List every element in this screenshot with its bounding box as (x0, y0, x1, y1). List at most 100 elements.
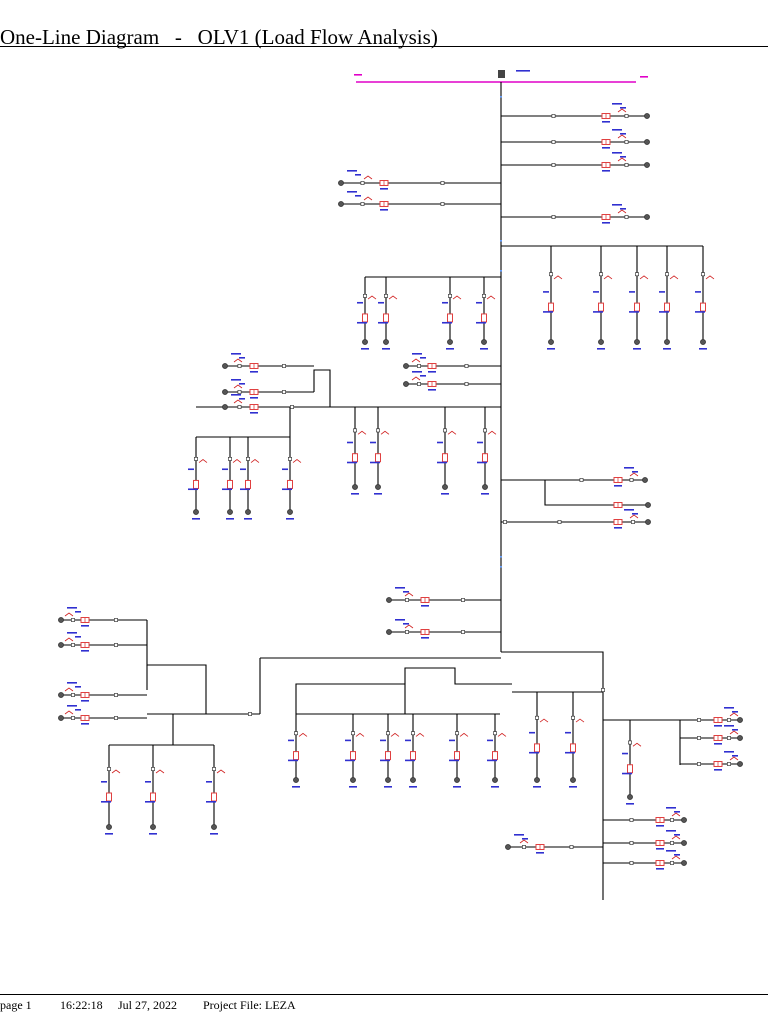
annotation-mark (81, 625, 89, 627)
source-symbol (498, 70, 505, 78)
transformer-symbol (634, 302, 640, 312)
breaker-symbol (384, 293, 388, 298)
motor-symbol (644, 162, 650, 168)
motor-symbol (645, 502, 651, 508)
motor-symbol (481, 339, 487, 345)
annotation-mark (500, 270, 502, 272)
annotation-mark (602, 222, 610, 224)
breaker-symbol (629, 818, 634, 822)
annotation-mark (282, 468, 288, 471)
flow-arrow (64, 710, 74, 715)
annotation-mark (674, 811, 680, 813)
motor-symbol (287, 509, 293, 515)
annotation-mark (145, 781, 151, 783)
breaker-symbol (363, 293, 367, 298)
motor-symbol (645, 519, 651, 525)
annotation-mark (210, 833, 218, 835)
annotation-mark (81, 723, 89, 725)
annotation-mark (480, 348, 488, 350)
breaker-symbol (522, 845, 526, 849)
annotation-mark (437, 441, 443, 444)
breaker-symbol (624, 163, 629, 167)
motor-symbol (642, 477, 648, 483)
breaker-symbol (405, 598, 409, 602)
flow-arrow (363, 175, 373, 180)
annotation-mark (347, 170, 357, 172)
annotation-mark (239, 398, 245, 400)
motor-symbol (634, 339, 640, 345)
motor-symbol (403, 381, 409, 387)
breaker-symbol (629, 478, 634, 482)
breaker-symbol (727, 762, 731, 766)
breaker-symbol (461, 598, 465, 602)
annotation-mark (361, 348, 369, 350)
motor-symbol (681, 817, 687, 823)
annotation-mark (674, 834, 680, 836)
wires (61, 81, 740, 900)
annotation-mark (732, 729, 738, 731)
flow-arrow (363, 196, 373, 201)
breaker-symbol (493, 731, 497, 736)
flow-arrow (617, 134, 627, 139)
annotation-mark (732, 711, 738, 713)
transformer-symbol (700, 302, 706, 312)
flow-arrow (447, 430, 457, 435)
header-divider (0, 46, 768, 47)
breaker-symbol (411, 731, 415, 736)
motor-symbol (193, 509, 199, 515)
flow-arrow (415, 732, 425, 737)
breaker-symbol (535, 715, 539, 720)
breaker-symbol (629, 841, 634, 845)
annotation-mark (500, 556, 502, 558)
motor-symbol (447, 339, 453, 345)
transformer-symbol (454, 751, 460, 761)
annotation-mark (250, 397, 258, 399)
breaker-symbol (697, 736, 701, 740)
flow-arrow (233, 384, 243, 389)
annotation-mark (428, 389, 436, 391)
flow-arrow (575, 718, 585, 723)
breaker-symbol (351, 731, 355, 736)
motor-symbol (570, 777, 576, 783)
breaker-symbol (282, 364, 286, 368)
annotation-mark (428, 371, 436, 373)
annotation-mark (602, 147, 610, 149)
breaker-symbol (624, 140, 629, 144)
annotation-mark (593, 291, 599, 293)
breaker-symbol (551, 163, 556, 167)
breaker-symbol (71, 618, 75, 622)
flow-arrow (632, 742, 642, 747)
breaker-symbol (212, 767, 216, 771)
annotation-mark (226, 518, 234, 520)
flow-arrow (390, 732, 400, 737)
annotation-mark (250, 412, 258, 414)
breaker-symbol (629, 861, 634, 865)
annotation-mark (282, 488, 292, 491)
annotation-mark (522, 838, 528, 840)
annotation-mark (67, 632, 77, 634)
annotation-mark (666, 830, 676, 832)
annotation-mark (516, 70, 530, 72)
transformer-symbol (383, 313, 389, 323)
annotation-mark (101, 781, 107, 783)
motor-symbol (375, 484, 381, 490)
annotation-mark (420, 357, 426, 359)
breaker-symbol (579, 478, 584, 482)
wire (146, 620, 207, 714)
annotation-mark (724, 725, 734, 727)
flow-arrow (292, 459, 302, 463)
breaker-symbol (464, 382, 469, 386)
flow-arrow (355, 732, 365, 737)
breaker-symbol (631, 520, 635, 524)
motor-symbol (383, 339, 389, 345)
transformer-symbol (481, 313, 487, 323)
motor-symbol (454, 777, 460, 783)
annotation-mark (699, 348, 707, 350)
flow-arrow (459, 732, 469, 737)
breaker-symbol (246, 456, 250, 461)
annotation-mark (292, 786, 300, 788)
flow-arrow (617, 157, 627, 162)
annotation-mark (354, 74, 362, 76)
annotation-mark (380, 759, 390, 762)
annotation-mark (597, 348, 605, 350)
